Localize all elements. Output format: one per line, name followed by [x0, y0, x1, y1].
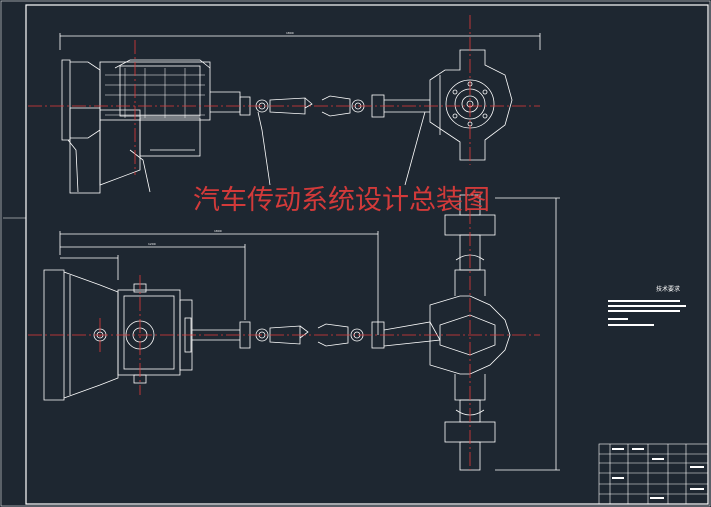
inner-frame — [25, 4, 709, 505]
technical-requirements — [608, 300, 686, 326]
technical-requirements-heading: 技术要求 — [656, 286, 681, 293]
svg-text:1800: 1800 — [286, 31, 294, 35]
title-block — [598, 443, 709, 505]
svg-text:1800: 1800 — [214, 229, 222, 233]
svg-text:1200: 1200 — [148, 242, 156, 246]
top-view: 1800 — [59, 31, 541, 194]
drawing-title: 汽车传动系统设计总装图 — [193, 185, 490, 216]
